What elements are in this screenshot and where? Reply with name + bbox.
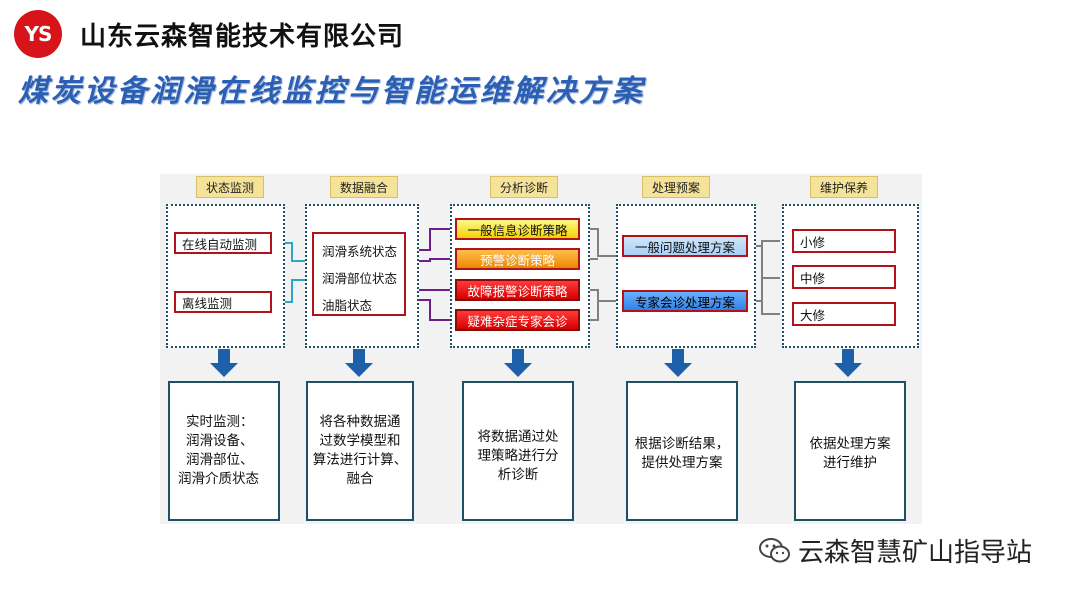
down-arrow-icons: [210, 349, 862, 377]
item-general-plan: 一般问题处理方案: [622, 235, 748, 257]
desc-line: 过数学模型和: [319, 433, 401, 449]
desc-line: 算法进行计算、: [312, 452, 408, 468]
desc-analysis: 将数据通过处 理策略进行分 析诊断: [462, 381, 574, 521]
fusion-box: [312, 232, 406, 316]
page-title: 煤炭设备润滑在线监控与智能运维解决方案: [18, 74, 645, 109]
stage-tag-monitoring: 状态监测: [196, 176, 264, 198]
company-name: 山东云森智能技术有限公司: [80, 22, 405, 52]
desc-line: 融合: [346, 471, 374, 487]
desc-line: 析诊断: [497, 467, 539, 483]
wechat-icon: [759, 537, 790, 562]
item-general-diagnosis: 一般信息诊断策略: [455, 218, 580, 240]
logo-text: YS: [24, 22, 53, 46]
stage-tag-analysis: 分析诊断: [490, 176, 558, 198]
item-minor-repair: 小修: [792, 229, 896, 253]
desc-plan: 根据诊断结果， 提供处理方案: [626, 381, 738, 521]
item-online-monitoring: 在线自动监测: [174, 232, 272, 254]
item-expert-plan: 专家会诊处理方案: [622, 290, 748, 312]
desc-line: 将各种数据通: [319, 414, 401, 430]
desc-maintenance: 依据处理方案 进行维护: [794, 381, 906, 521]
item-medium-repair: 中修: [792, 265, 896, 289]
item-warning-diagnosis: 预警诊断策略: [455, 248, 580, 270]
desc-line: 润滑设备、: [186, 433, 254, 449]
item-grease-status: 油脂状态: [322, 298, 373, 313]
stage-tag-maintenance: 维护保养: [810, 176, 878, 198]
stage-tag-plan: 处理预案: [642, 176, 710, 198]
watermark: 云森智慧矿山指导站: [758, 532, 1032, 569]
desc-fusion: 将各种数据通 过数学模型和 算法进行计算、 融合: [306, 381, 414, 521]
item-system-status: 润滑系统状态: [322, 244, 398, 259]
desc-line: 依据处理方案: [809, 436, 891, 452]
watermark-text: 云森智慧矿山指导站: [798, 538, 1033, 568]
desc-line: 润滑介质状态: [178, 471, 259, 487]
desc-monitoring: 实时监测： 润滑设备、 润滑部位、 润滑介质状态: [168, 381, 280, 521]
process-diagram: 状态监测 数据融合 分析诊断 处理预案 维护保养 在线自动监测 离线监测 润滑系…: [160, 174, 922, 524]
group-plan: [616, 204, 756, 348]
desc-line: 进行维护: [823, 455, 877, 471]
desc-line: 提供处理方案: [641, 455, 723, 471]
desc-line: 润滑部位、: [186, 452, 254, 468]
desc-line: 根据诊断结果，: [634, 436, 730, 452]
desc-line: 理策略进行分: [477, 448, 559, 464]
item-expert-consult: 疑难杂症专家会诊: [455, 309, 580, 331]
item-fault-diagnosis: 故障报警诊断策略: [455, 279, 580, 301]
item-part-status: 润滑部位状态: [322, 271, 398, 286]
item-major-repair: 大修: [792, 302, 896, 326]
group-monitoring: [166, 204, 285, 348]
item-offline-monitoring: 离线监测: [174, 291, 272, 313]
desc-line: 实时监测：: [186, 414, 254, 430]
company-logo: YS: [14, 10, 62, 58]
desc-line: 将数据通过处: [477, 429, 559, 445]
stage-tag-fusion: 数据融合: [330, 176, 398, 198]
